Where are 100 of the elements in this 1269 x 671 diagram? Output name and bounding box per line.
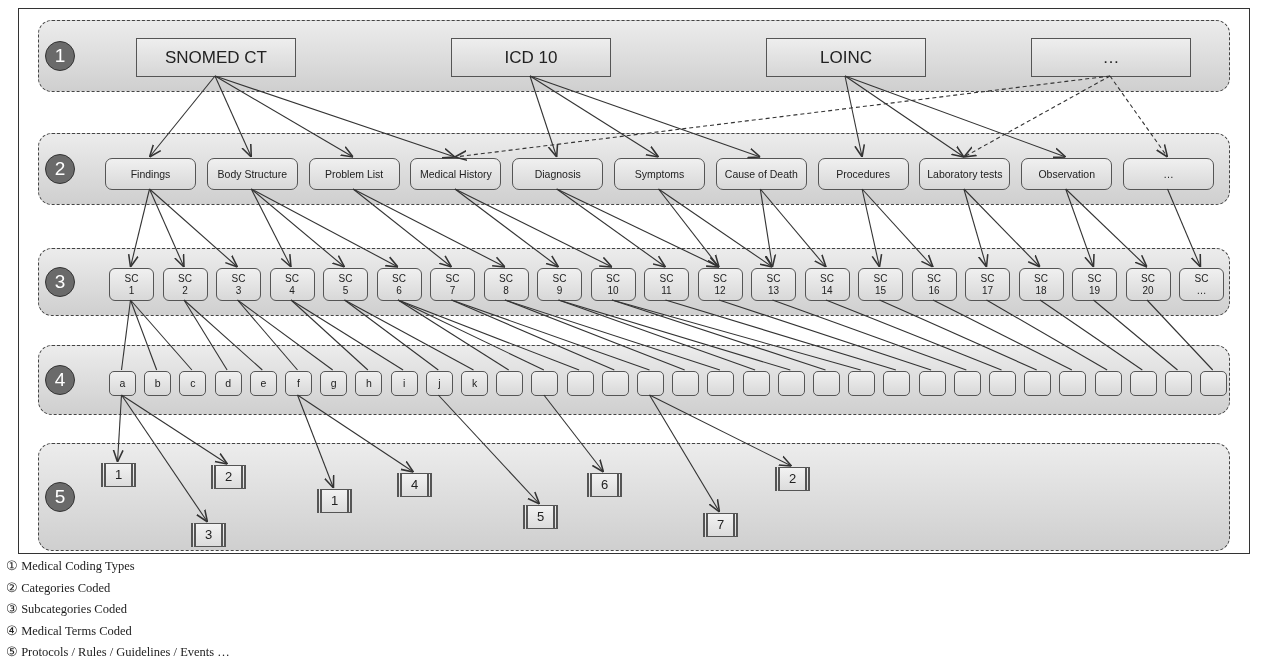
protocol-box: 2 bbox=[775, 467, 810, 491]
arrow bbox=[861, 188, 934, 268]
subcategory-box: SC 12 bbox=[697, 268, 743, 301]
arrow bbox=[214, 75, 354, 158]
category-box: … bbox=[1123, 158, 1214, 190]
arrow bbox=[437, 394, 541, 505]
layer-band bbox=[38, 133, 1230, 205]
connector-line bbox=[183, 299, 263, 371]
protocol-box: 7 bbox=[703, 513, 738, 537]
arrow bbox=[556, 188, 720, 268]
arrow bbox=[1166, 188, 1202, 268]
subcategory-box: SC 13 bbox=[751, 268, 796, 301]
arrow bbox=[657, 188, 720, 268]
arrow bbox=[454, 75, 1111, 162]
subcategory-box: SC 16 bbox=[911, 268, 957, 301]
arrow bbox=[120, 394, 209, 523]
category-box: Body Structure bbox=[206, 158, 298, 190]
layer-number-badge: 1 bbox=[45, 41, 75, 71]
coding-system-box: SNOMED CT bbox=[136, 38, 296, 77]
arrow bbox=[529, 75, 559, 158]
arrow bbox=[250, 188, 399, 268]
connector-line bbox=[183, 299, 228, 371]
subcategory-box: SC 7 bbox=[430, 268, 475, 301]
empty-term-box bbox=[813, 371, 840, 396]
arrow bbox=[148, 188, 239, 268]
empty-term-box bbox=[883, 371, 911, 396]
empty-term-box bbox=[1129, 371, 1157, 396]
connector-line bbox=[343, 299, 439, 371]
term-box: i bbox=[390, 371, 418, 396]
subcategory-box: SC 3 bbox=[216, 268, 261, 301]
arrow bbox=[529, 75, 762, 159]
term-box: e bbox=[249, 371, 277, 396]
empty-term-box bbox=[848, 371, 876, 396]
subcategory-box: SC 9 bbox=[537, 268, 582, 301]
protocol-box: 3 bbox=[191, 523, 226, 547]
connector-line bbox=[129, 299, 193, 371]
arrow bbox=[352, 188, 453, 268]
term-box: h bbox=[355, 371, 383, 396]
connector-line bbox=[1039, 299, 1143, 371]
category-box: Observation bbox=[1021, 158, 1113, 190]
arrow bbox=[963, 188, 989, 268]
category-box: Procedures bbox=[817, 158, 909, 190]
arrow bbox=[454, 188, 560, 268]
subcategory-box: SC 2 bbox=[162, 268, 208, 301]
empty-term-box bbox=[1094, 371, 1122, 396]
protocol-box: 4 bbox=[397, 473, 432, 497]
arrow bbox=[648, 394, 721, 513]
arrow bbox=[543, 394, 605, 473]
subcategory-box: SC 18 bbox=[1018, 268, 1064, 301]
subcategory-box: SC 8 bbox=[483, 268, 529, 301]
subcategory-box: SC 20 bbox=[1125, 268, 1171, 301]
connector-line bbox=[450, 299, 615, 371]
connector-line bbox=[1092, 299, 1179, 371]
arrow bbox=[296, 394, 415, 473]
subcategory-box: SC 15 bbox=[858, 268, 903, 301]
term-box: b bbox=[144, 371, 172, 396]
connector-line bbox=[932, 299, 1073, 371]
legend-note: ⑤ Protocols / Rules / Guidelines / Events … bbox=[6, 644, 230, 660]
connector-line bbox=[718, 299, 932, 371]
arrow bbox=[963, 188, 1041, 268]
empty-term-box bbox=[918, 371, 946, 396]
connector-line bbox=[397, 299, 510, 371]
empty-term-box bbox=[742, 371, 770, 396]
term-box: f bbox=[285, 371, 312, 396]
term-box: c bbox=[179, 371, 207, 396]
subcategory-box: SC 1 bbox=[109, 268, 154, 301]
arrow bbox=[844, 75, 1067, 159]
empty-term-box bbox=[1200, 371, 1228, 396]
arrow bbox=[214, 75, 456, 159]
subcategory-box: SC 19 bbox=[1072, 268, 1117, 301]
arrow bbox=[250, 188, 346, 268]
empty-term-box bbox=[496, 371, 524, 396]
subcategory-box: SC 4 bbox=[269, 268, 315, 301]
coding-system-box: ICD 10 bbox=[451, 38, 611, 77]
layer-number-badge: 5 bbox=[45, 482, 75, 512]
connector-line bbox=[397, 299, 580, 371]
subcategory-box: SC 14 bbox=[804, 268, 850, 301]
arrow bbox=[214, 75, 253, 158]
layer-band bbox=[38, 20, 1230, 92]
arrow bbox=[861, 188, 883, 268]
protocol-box: 6 bbox=[587, 473, 622, 497]
connector-line bbox=[450, 299, 651, 371]
arrow bbox=[657, 188, 774, 268]
connector-line bbox=[290, 299, 404, 371]
empty-term-box bbox=[1024, 371, 1052, 396]
arrow bbox=[1109, 75, 1169, 158]
empty-term-box bbox=[531, 371, 559, 396]
connector-line bbox=[771, 299, 967, 371]
protocol-box: 1 bbox=[317, 489, 352, 513]
category-box: Findings bbox=[105, 158, 196, 190]
term-box: d bbox=[214, 371, 242, 396]
layer-band bbox=[38, 248, 1230, 316]
subcategory-box: SC 11 bbox=[644, 268, 689, 301]
arrow bbox=[844, 75, 965, 158]
connector-line bbox=[504, 299, 721, 371]
connector-line bbox=[290, 299, 369, 371]
arrow bbox=[112, 394, 124, 463]
coding-system-box: … bbox=[1031, 38, 1191, 77]
subcategory-box: SC 6 bbox=[376, 268, 422, 301]
connector-line bbox=[236, 299, 334, 371]
